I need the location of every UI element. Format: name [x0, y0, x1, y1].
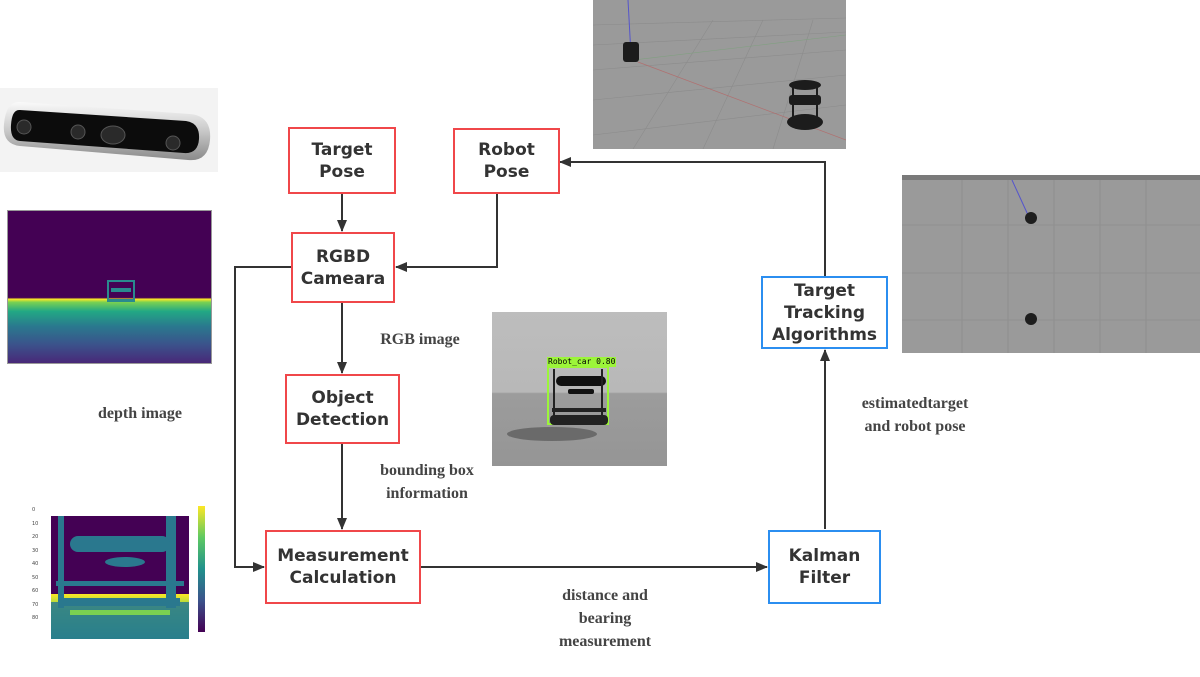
- topdown-scene-graphic: [902, 175, 1200, 353]
- depth-plot: 0 10 20 30 40 50 60 70 80: [30, 500, 220, 640]
- camera-device-icon: [3, 101, 211, 161]
- y-tick: 80: [32, 615, 39, 621]
- node-rgbd-camera: RGBD Cameara: [291, 232, 395, 303]
- edge-label-rgb-image: RGB image: [380, 331, 460, 348]
- node-robot-pose-label: Robot Pose: [478, 140, 535, 182]
- arrow-rgbd-to-measurement: [234, 266, 291, 572]
- arrow-robot-to-rgbd: [395, 193, 498, 272]
- node-target-tracking: Target Tracking Algorithms: [761, 276, 888, 349]
- node-target-pose: Target Pose: [288, 127, 396, 194]
- detection-image: Robot_car 0.80: [492, 312, 667, 466]
- node-measurement-calculation-label: Measurement Calculation: [277, 546, 409, 588]
- node-rgbd-camera-label: RGBD Cameara: [300, 246, 386, 289]
- node-measurement-calculation: Measurement Calculation: [265, 530, 421, 604]
- depth-image-caption: depth image: [98, 405, 182, 422]
- node-robot-pose: Robot Pose: [453, 128, 560, 194]
- node-object-detection-label: Object Detection: [295, 388, 390, 430]
- depth-plot-graphic: [51, 506, 205, 639]
- y-tick: 20: [32, 534, 39, 540]
- node-target-pose-label: Target Pose: [311, 139, 373, 182]
- node-target-tracking-label: Target Tracking Algorithms: [771, 280, 878, 345]
- edge-label-bounding-box: bounding box information: [380, 462, 474, 502]
- node-kalman-filter-label: Kalman Filter: [788, 546, 861, 588]
- detected-robot-graphic: [507, 366, 609, 441]
- depth-plot-y-ticks: 0 10 20 30 40 50 60 70 80: [32, 504, 38, 626]
- y-tick: 50: [32, 574, 39, 581]
- depth-robot-silhouette: [107, 280, 135, 302]
- node-object-detection: Object Detection: [285, 374, 400, 444]
- y-tick: 40: [32, 561, 39, 567]
- y-tick: 70: [32, 601, 39, 608]
- topdown-sim-view: [902, 175, 1200, 353]
- node-kalman-filter: Kalman Filter: [768, 530, 881, 604]
- y-tick: 30: [32, 547, 39, 554]
- edge-label-estimated-pose: estimatedtarget and robot pose: [861, 395, 969, 435]
- y-tick: 0: [32, 507, 36, 513]
- y-tick: 10: [32, 520, 39, 527]
- arrow-tracking-to-robot: [559, 157, 826, 277]
- edge-label-distance-bearing: distance and bearing measurement: [558, 587, 652, 650]
- depth-image: [7, 210, 212, 364]
- detection-class-label: Robot_car 0.80: [547, 357, 617, 367]
- gazebo-sim-view: [593, 0, 846, 149]
- y-tick: 60: [32, 588, 39, 594]
- gazebo-scene-graphic: [593, 0, 846, 149]
- camera-photo: [0, 88, 218, 172]
